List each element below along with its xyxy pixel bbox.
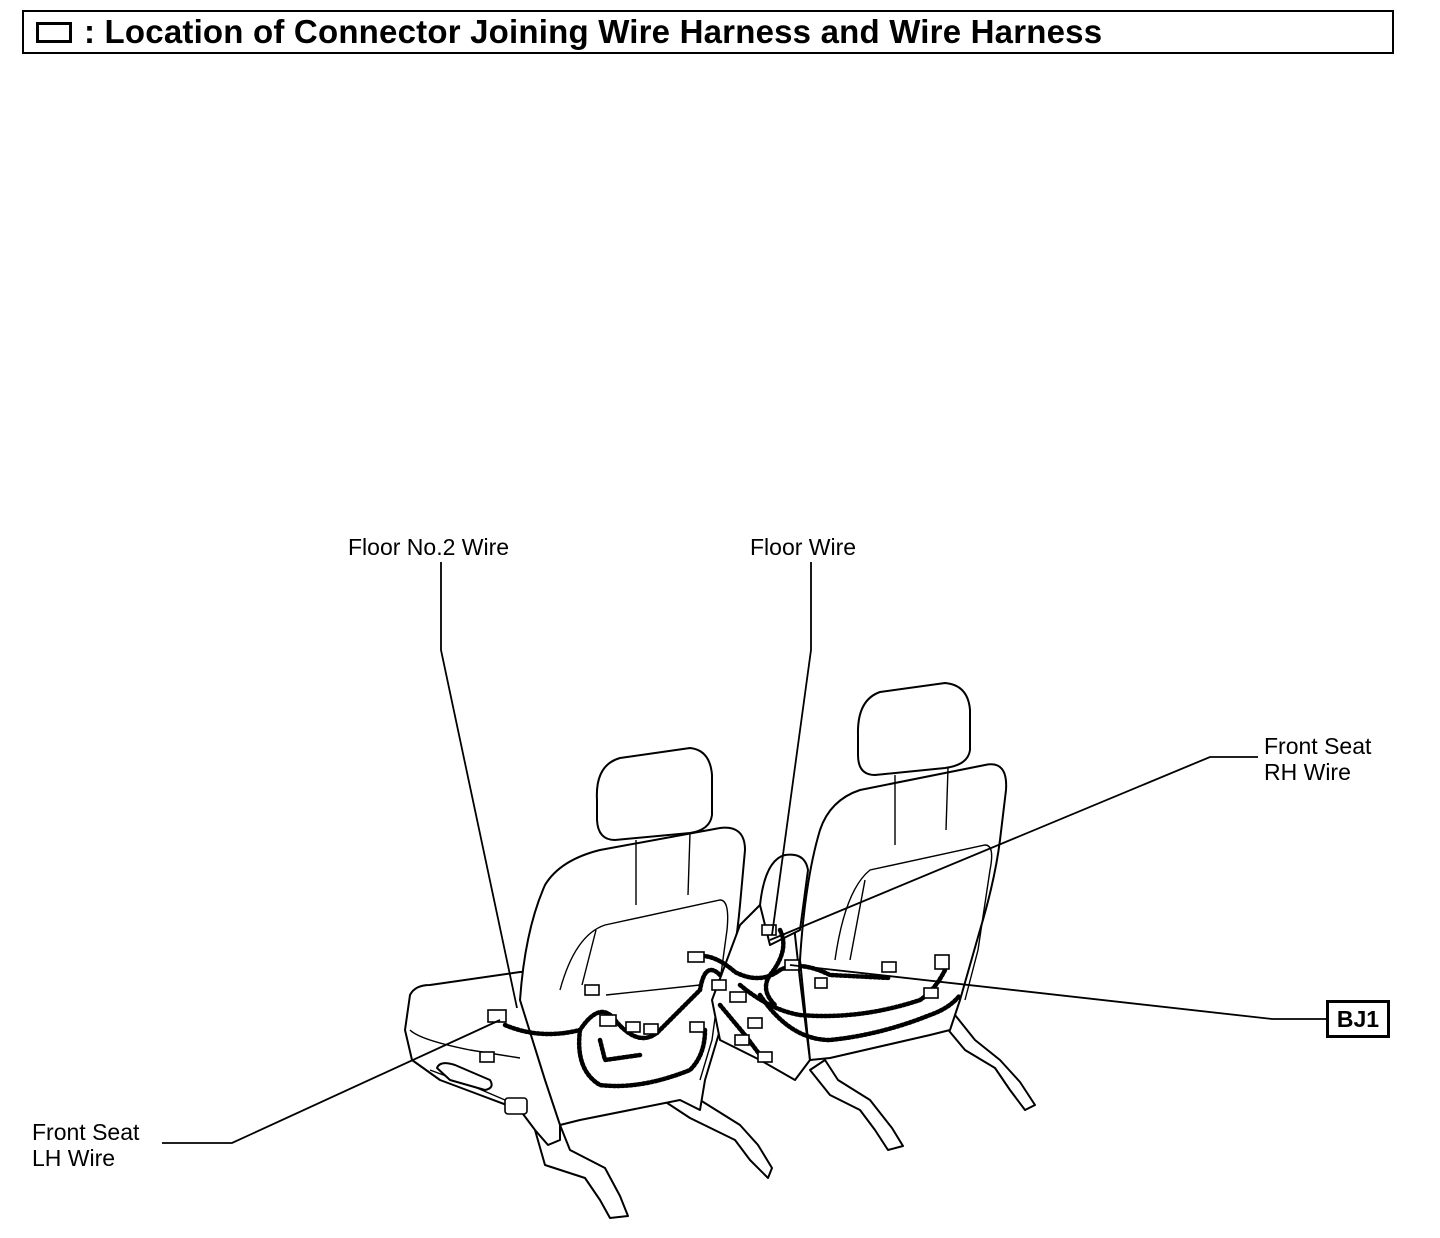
legend-header: : Location of Connector Joining Wire Har…	[22, 10, 1394, 54]
leader-floor-no2-wire	[440, 562, 518, 1009]
connector-block	[814, 977, 828, 989]
harness-connectors	[479, 924, 950, 1063]
label-front-seat-lh-line2: LH Wire	[32, 1145, 116, 1171]
leader-bj1	[789, 964, 1326, 1020]
connector-block	[643, 1023, 659, 1035]
left-seat-rail-front	[534, 1124, 629, 1219]
left-seat-back	[519, 826, 746, 1126]
connector-block	[584, 984, 600, 996]
right-seat-armrest	[759, 853, 809, 946]
connector-block	[881, 961, 897, 973]
connector-block	[923, 987, 939, 999]
label-front-seat-rh-wire: Front Seat RH Wire	[1264, 733, 1371, 785]
right-seat-rail-rear	[939, 1014, 1036, 1111]
connector-block	[479, 1051, 495, 1063]
left-seat-power-switch	[436, 1062, 493, 1091]
right-seat-headrest	[856, 682, 971, 776]
page-title: : Location of Connector Joining Wire Har…	[84, 13, 1103, 50]
connector-block	[487, 1009, 507, 1023]
label-front-seat-lh-wire: Front Seat LH Wire	[32, 1119, 139, 1171]
right-seat-back	[799, 763, 1008, 1061]
connector-block	[687, 951, 705, 963]
connector-block	[625, 1021, 641, 1033]
connector-block	[934, 954, 950, 970]
label-front-seat-rh-line2: RH Wire	[1264, 759, 1351, 785]
leader-front-seat-lh-wire	[162, 1019, 501, 1144]
connector-block	[711, 979, 727, 991]
leader-lines	[162, 562, 1326, 1144]
connector-block	[761, 924, 777, 936]
connector-block	[747, 1017, 763, 1029]
connector-legend-symbol	[36, 21, 72, 43]
label-floor-no2-wire: Floor No.2 Wire	[348, 534, 510, 560]
connector-code-bj1: BJ1	[1326, 1000, 1390, 1038]
connector-block	[729, 991, 747, 1003]
connector-block	[599, 1014, 617, 1027]
label-floor-wire: Floor Wire	[750, 534, 857, 560]
connector-block	[734, 1034, 750, 1046]
label-front-seat-rh-line1: Front Seat	[1264, 733, 1372, 759]
left-seat-headrest	[595, 747, 713, 841]
right-seat-rail-front	[809, 1059, 904, 1151]
connector-block	[689, 1021, 705, 1033]
leader-floor-wire	[771, 562, 812, 936]
connector-block	[757, 1051, 773, 1063]
right-seat	[711, 682, 1036, 1151]
label-front-seat-lh-line1: Front Seat	[32, 1119, 140, 1145]
left-seat	[404, 747, 773, 1219]
leader-front-seat-rh-wire	[769, 756, 1258, 941]
